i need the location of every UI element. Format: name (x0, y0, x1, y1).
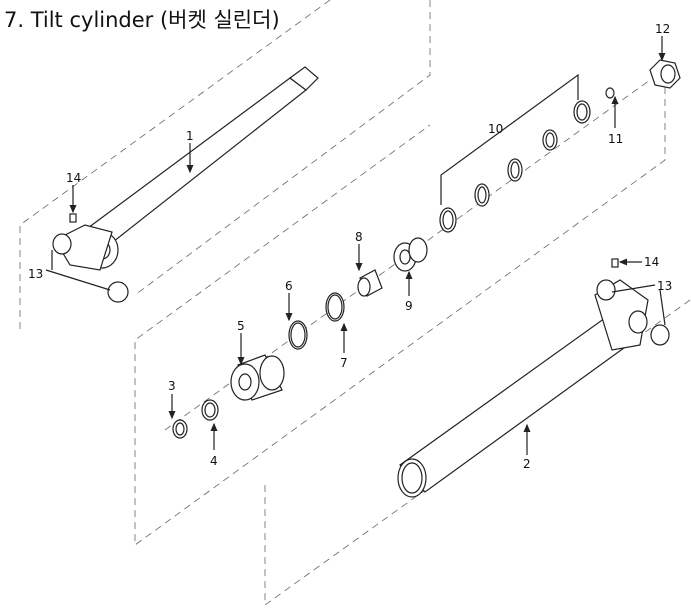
piston-rod (52, 66, 319, 303)
backup-ring-7 (325, 292, 345, 322)
leader-lines (45, 36, 666, 455)
diagram-title: 7. Tilt cylinder (버켓 실린더) (4, 8, 280, 32)
callout-2: 2 (523, 457, 531, 471)
o-ring-6 (288, 320, 308, 350)
nut-12 (649, 59, 681, 89)
callout-12: 12 (655, 22, 670, 36)
gland-9 (393, 237, 428, 272)
dashed-plane-left (19, 0, 431, 330)
callout-6: 6 (285, 279, 293, 293)
callout-13-left: 13 (28, 267, 43, 281)
callout-3: 3 (168, 379, 176, 393)
seal-kit-10 (439, 100, 591, 233)
callout-1: 1 (186, 129, 194, 143)
bushing-8 (357, 269, 383, 297)
callout-5: 5 (237, 319, 245, 333)
callout-7: 7 (340, 356, 348, 370)
wear-ring-4 (201, 399, 219, 421)
callout-11: 11 (608, 132, 623, 146)
callout-14-right: 14 (644, 255, 659, 269)
cylinder-tube (397, 258, 670, 498)
seal-3 (172, 419, 188, 439)
callout-13-right: 13 (657, 279, 672, 293)
o-ring-11 (605, 87, 615, 99)
callout-8: 8 (355, 230, 363, 244)
callout-9: 9 (405, 299, 413, 313)
piston-5 (230, 354, 285, 401)
callout-14-left: 14 (66, 171, 81, 185)
callout-10: 10 (488, 122, 503, 136)
callout-4: 4 (210, 454, 218, 468)
